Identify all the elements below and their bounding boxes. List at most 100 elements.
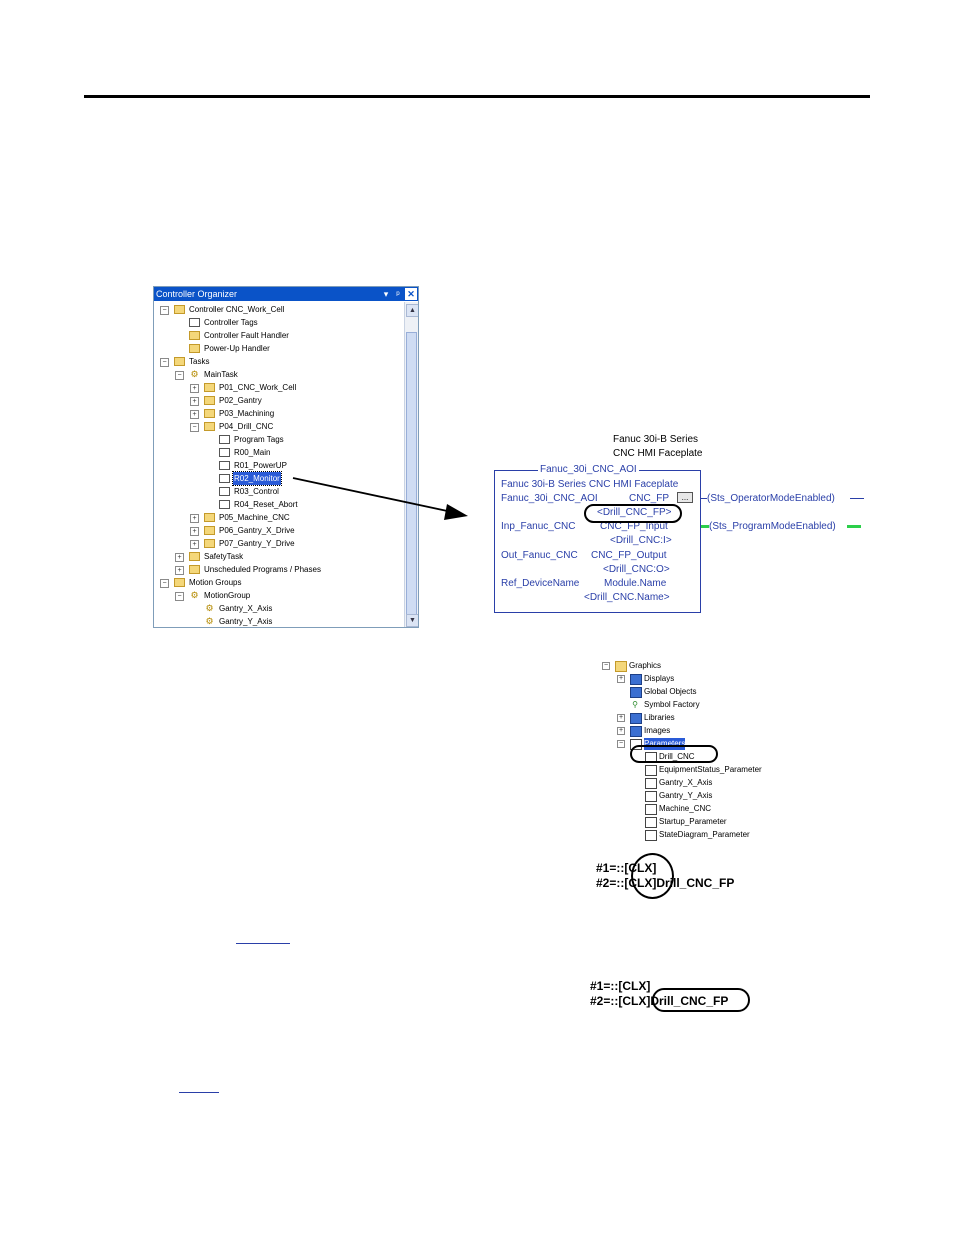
- folder-icon: [615, 661, 627, 672]
- tree-item[interactable]: R03_Control: [154, 485, 404, 498]
- param-name-1: Fanuc_30i_CNC_AOI: [501, 493, 598, 504]
- tree-item[interactable]: − P04_Drill_CNC: [154, 420, 404, 433]
- tree-item[interactable]: +P05_Machine_CNC: [154, 511, 404, 524]
- tree-item[interactable]: +P02_Gantry: [154, 394, 404, 407]
- tree-item[interactable]: R04_Reset_Abort: [154, 498, 404, 511]
- tree-item[interactable]: Program Tags: [154, 433, 404, 446]
- tree-item-label: P07_Gantry_Y_Drive: [219, 539, 295, 548]
- tree-item[interactable]: R01_PowerUP: [154, 459, 404, 472]
- expand-icon[interactable]: +: [190, 540, 199, 549]
- tree-item[interactable]: −Motion Groups: [154, 576, 404, 589]
- tree-item[interactable]: −⚙MotionGroup: [154, 589, 404, 602]
- tree-item[interactable]: +P06_Gantry_X_Drive: [154, 524, 404, 537]
- expand-icon[interactable]: +: [175, 566, 184, 575]
- tree-item[interactable]: −Tasks: [154, 355, 404, 368]
- folder-icon: [204, 422, 215, 431]
- display-icon: [630, 687, 642, 698]
- tree-item[interactable]: Power-Up Handler: [154, 342, 404, 355]
- drill-cnc-callout: [630, 745, 718, 763]
- expand-icon[interactable]: +: [190, 514, 199, 523]
- organizer-title: Controller Organizer: [156, 289, 238, 299]
- folder-icon: [204, 396, 215, 405]
- tree-item-label: P04_Drill_CNC: [219, 422, 274, 431]
- expand-icon[interactable]: +: [190, 397, 199, 406]
- folder-icon: [204, 526, 215, 535]
- folder-icon: [204, 513, 215, 522]
- tree-item[interactable]: +SafetyTask: [154, 550, 404, 563]
- collapse-icon[interactable]: −: [160, 306, 169, 315]
- graphics-tree-item-label: Gantry_X_Axis: [659, 778, 713, 787]
- tree-item-label: R02_Monitor: [232, 471, 282, 486]
- expand-icon[interactable]: +: [617, 714, 625, 722]
- coil-operator-mode[interactable]: (Sts_OperatorModeEnabled): [707, 493, 835, 504]
- parameter-file-icon: [645, 765, 657, 776]
- symbol-factory-icon: ⚲: [632, 700, 638, 709]
- doc-icon: [219, 474, 230, 483]
- coil-operator-mode-label: Sts_OperatorModeEnabled: [710, 493, 832, 504]
- tree-item[interactable]: −⚙MainTask: [154, 368, 404, 381]
- tree-item-label: Controller Fault Handler: [204, 331, 289, 340]
- graphics-tree-item-label: Symbol Factory: [644, 700, 700, 709]
- collapse-icon[interactable]: −: [617, 740, 625, 748]
- energized-wire: [701, 525, 709, 528]
- tree-item[interactable]: +Unscheduled Programs / Phases: [154, 563, 404, 576]
- collapse-icon[interactable]: −: [602, 662, 610, 670]
- tree-item[interactable]: + P03_Machining: [154, 407, 404, 420]
- doc-icon: [219, 461, 230, 470]
- tree-item-label: Program Tags: [234, 435, 284, 444]
- pin-icon[interactable]: ᵖ: [396, 289, 400, 299]
- collapse-icon[interactable]: −: [175, 592, 184, 601]
- collapse-icon[interactable]: −: [160, 579, 169, 588]
- link-underline[interactable]: [179, 1092, 219, 1093]
- param-value-3: CNC_FP_Output: [591, 550, 667, 561]
- expand-icon[interactable]: +: [190, 527, 199, 536]
- rung-wire: [850, 498, 864, 499]
- tree-item[interactable]: + P07_Gantry_Y_Drive: [154, 537, 404, 550]
- tree-item[interactable]: R02_Monitor: [154, 471, 404, 486]
- tree-item[interactable]: Controller Tags: [154, 316, 404, 329]
- graphics-tree-item-label: Libraries: [644, 713, 675, 722]
- doc-icon: [189, 318, 200, 327]
- expand-icon[interactable]: +: [190, 384, 199, 393]
- collapse-icon[interactable]: −: [160, 358, 169, 367]
- tree-item[interactable]: −Controller CNC_Work_Cell: [154, 303, 404, 316]
- folder-icon: [189, 331, 200, 340]
- parameter-file-icon: [645, 817, 657, 828]
- dropdown-icon[interactable]: ▾: [383, 289, 389, 299]
- display-icon: [630, 713, 642, 724]
- link-underline[interactable]: [236, 943, 290, 944]
- graphics-tree-item-label: Drill_CNC: [659, 752, 695, 761]
- scroll-up-icon[interactable]: ▲: [406, 304, 418, 317]
- expand-icon[interactable]: +: [617, 727, 625, 735]
- coil-program-mode[interactable]: (Sts_ProgramModeEnabled): [709, 521, 836, 532]
- gear-icon: ⚙: [205, 616, 214, 626]
- param-name-2: Inp_Fanuc_CNC: [501, 521, 576, 532]
- tree-item[interactable]: +P01_CNC_Work_Cell: [154, 381, 404, 394]
- tree-item[interactable]: ⚙Gantry_X_Axis: [154, 602, 404, 615]
- expand-icon[interactable]: +: [175, 553, 184, 562]
- browse-ellipsis-button[interactable]: ...: [677, 492, 693, 503]
- tree-item-label: P03_Machining: [219, 409, 275, 418]
- tree-item[interactable]: ⚙Gantry_Y_Axis: [154, 615, 404, 627]
- display-icon: [630, 674, 642, 685]
- top-rule: [84, 95, 870, 98]
- expand-icon[interactable]: +: [190, 410, 199, 419]
- organizer-scrollbar[interactable]: ▲ ▼: [404, 302, 418, 627]
- expand-icon[interactable]: +: [617, 675, 625, 683]
- energized-wire: [847, 525, 861, 528]
- collapse-icon[interactable]: −: [175, 371, 184, 380]
- folder-icon: [174, 357, 185, 366]
- controller-organizer-window: Controller Organizer ▾ ᵖ ✕ −Controller C…: [153, 286, 419, 628]
- tree-item[interactable]: Controller Fault Handler: [154, 329, 404, 342]
- collapse-icon[interactable]: −: [190, 423, 199, 432]
- scroll-down-icon[interactable]: ▼: [406, 614, 418, 627]
- doc-icon: [219, 435, 230, 444]
- tree-item[interactable]: R00_Main: [154, 446, 404, 459]
- close-icon[interactable]: ✕: [405, 288, 417, 300]
- gear-icon: ⚙: [205, 603, 214, 613]
- graphics-tree-item-label: EquipmentStatus_Parameter: [659, 765, 762, 774]
- parameter-file-icon: [645, 804, 657, 815]
